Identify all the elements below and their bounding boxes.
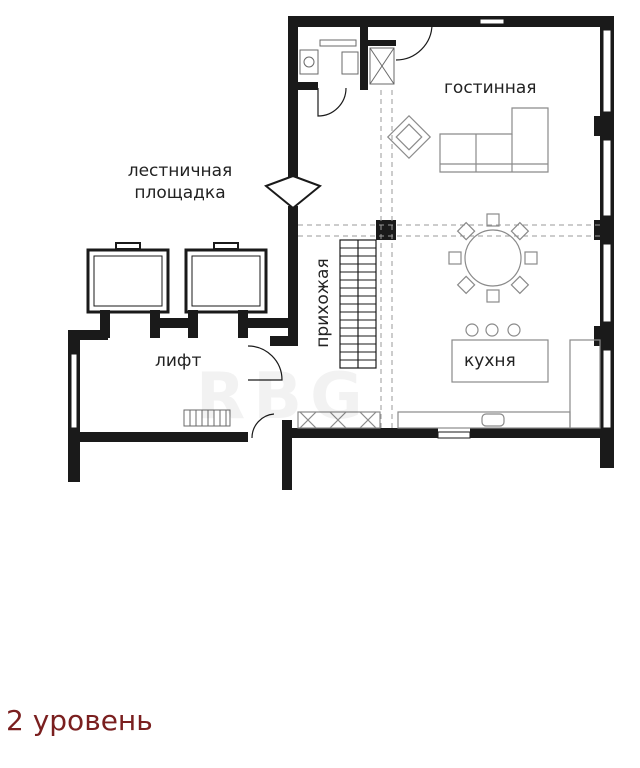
shaft-cross-2 [369, 47, 395, 85]
bar-stool-1 [465, 323, 479, 337]
wall-bottom-right [470, 428, 614, 438]
sofa [439, 107, 549, 173]
radiator-body [183, 409, 231, 427]
lift-shafts [86, 242, 268, 314]
kitchen-counter-bottom [397, 411, 571, 429]
lift-label: лифт [155, 351, 202, 371]
dining-table [464, 229, 522, 287]
bar-stool-2 [485, 323, 499, 337]
radiator-fins [189, 410, 227, 426]
dining-chair [448, 251, 462, 265]
stairwell-label-line2: площадка [134, 183, 226, 203]
lift-shaft-1 [86, 248, 170, 314]
wall-wc-vertical [360, 16, 368, 90]
entrance-door [247, 345, 283, 381]
radiator [183, 409, 231, 427]
living-furniture [386, 107, 549, 173]
wall-shaft-7 [270, 336, 292, 346]
wc-fixtures [299, 39, 395, 85]
kitchen-island [451, 339, 549, 383]
dining-chair [456, 221, 476, 241]
wardrobe-x-2 [329, 411, 347, 429]
sink-bowl [303, 56, 315, 68]
wall-lift-bottom [68, 432, 248, 442]
wall-shaft-1 [100, 310, 110, 338]
column-1 [376, 220, 396, 240]
wardrobe-x-4 [359, 411, 377, 429]
lift-tab-1 [115, 242, 141, 250]
dining-chairs [448, 213, 538, 303]
hallway-label: прихожая [313, 258, 333, 348]
dining-chair [456, 275, 476, 295]
wall-lower-stub [282, 420, 292, 490]
armchair [386, 114, 432, 160]
window-bottom [437, 431, 471, 439]
sink [299, 49, 319, 75]
level-caption: 2 уровень [6, 704, 153, 737]
toilet [341, 51, 359, 75]
lift-hall-door [251, 413, 275, 439]
kitchen-furniture [297, 323, 601, 429]
dining-chair [486, 213, 500, 227]
wall-wc-bottom [298, 82, 318, 90]
wall-apartment-left-upper [288, 16, 298, 182]
stairwell-door [264, 174, 322, 210]
bar-stool-3 [507, 323, 521, 337]
dining-chair [486, 289, 500, 303]
wall-wc-inner [368, 40, 396, 46]
beam-lines [298, 90, 600, 428]
hall-wardrobe [297, 411, 381, 429]
shaft [369, 47, 395, 85]
lift-shaft-1-inner [93, 255, 163, 307]
window-top [479, 18, 505, 25]
window-left-lift [70, 353, 78, 429]
lift-tab-2 [213, 242, 239, 250]
wc-tank [319, 39, 357, 47]
stairwell-label-line1: лестничная [127, 161, 233, 181]
window-right-4 [602, 349, 612, 429]
lift-shaft-2 [184, 248, 268, 314]
column-4 [594, 326, 614, 346]
walls [68, 16, 614, 490]
dining-chair [510, 221, 530, 241]
kitchen-sink [481, 413, 505, 427]
wall-top [288, 16, 614, 27]
stair-steps [340, 247, 376, 361]
window-right-1 [602, 29, 612, 113]
watermark: RBG [196, 360, 371, 434]
kitchen-label: кухня [464, 351, 516, 371]
windows [70, 18, 612, 439]
wall-shaft-6 [238, 318, 288, 328]
kitchen-counter-side [569, 339, 601, 429]
wc-door [317, 87, 347, 117]
wardrobe-x-6 [299, 411, 317, 429]
lift-shaft-2-inner [191, 255, 261, 307]
armchair-seat [395, 123, 423, 151]
column-3 [594, 220, 614, 240]
wall-shaft-3 [150, 318, 198, 328]
living-door [395, 23, 433, 61]
wall-shaft-4 [188, 310, 198, 338]
window-right-3 [602, 243, 612, 323]
window-right-2 [602, 139, 612, 217]
table-top [464, 229, 522, 287]
dining-chair [510, 275, 530, 295]
dining-chair [524, 251, 538, 265]
wall-apartment-left-lower [288, 206, 298, 346]
wall-bottom [288, 428, 438, 438]
stairwell-label: лестничная площадка [118, 160, 242, 204]
column-2 [594, 116, 614, 136]
living-room-label: гостинная [444, 78, 537, 98]
doors [247, 23, 433, 439]
wall-lift-top-left [68, 330, 108, 340]
